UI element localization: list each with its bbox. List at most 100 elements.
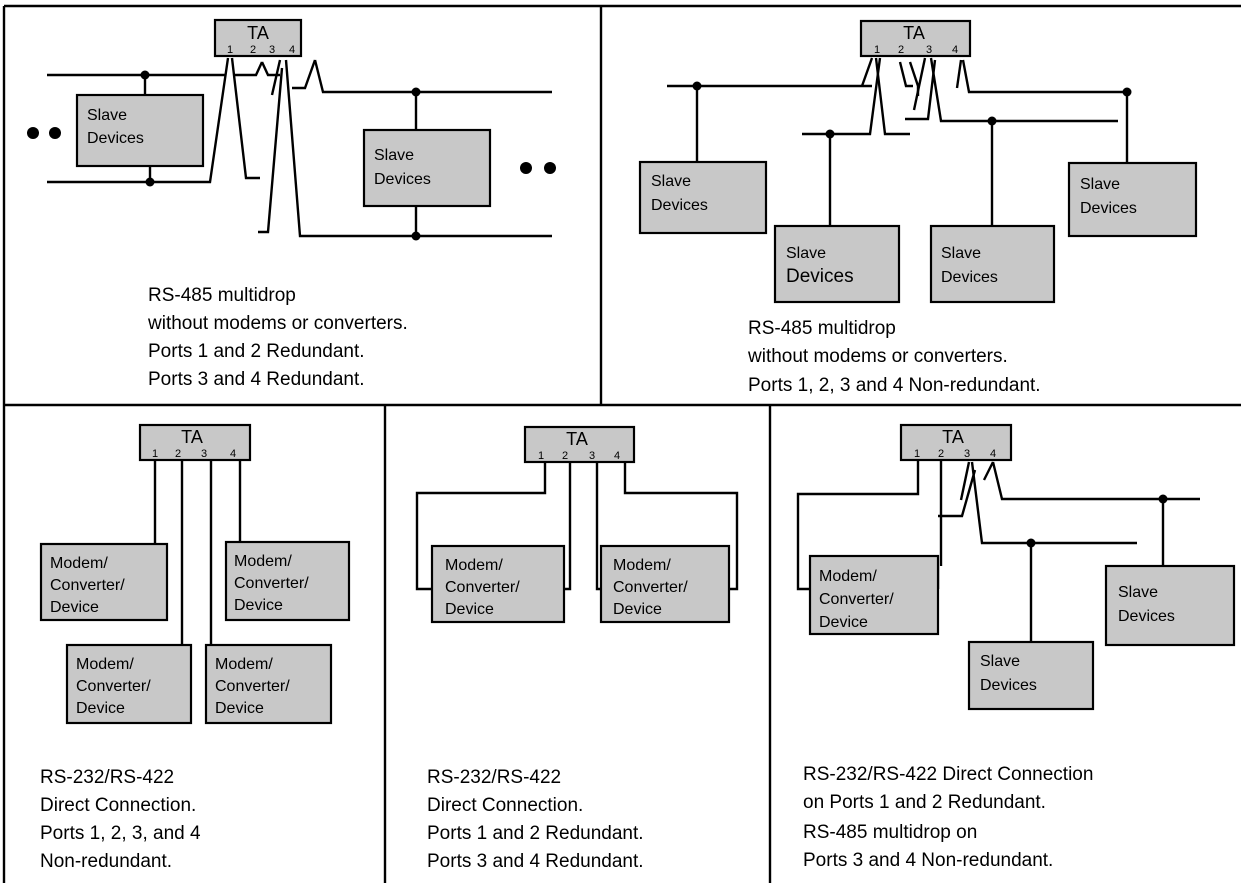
device-label: Devices <box>786 266 854 287</box>
bus-wires <box>667 57 1132 226</box>
device-label: Device <box>76 700 125 717</box>
ta-unit: TA 1 2 3 4 <box>523 425 636 464</box>
device-label: Devices <box>1080 200 1137 217</box>
device-label: Converter/ <box>613 579 688 596</box>
device-label: Devices <box>374 171 431 188</box>
device-label: Modem/ <box>215 656 273 673</box>
caption-line: on Ports 1 and 2 Redundant. <box>803 792 1046 813</box>
direct-wires <box>153 460 242 645</box>
device-label: Devices <box>980 677 1037 694</box>
device-label: Modem/ <box>445 557 503 574</box>
modem-converter-device: Modem/ Converter/ Device <box>65 643 193 725</box>
modem-converter-device: Modem/ Converter/ Device <box>599 544 731 624</box>
ta-label: TA <box>903 23 925 43</box>
slave-devices: Slave Devices <box>75 93 205 168</box>
device-label: Slave <box>87 107 127 124</box>
port-label: 3 <box>201 448 207 460</box>
caption-line: RS-485 multidrop <box>148 285 296 306</box>
bus-wires <box>47 57 552 241</box>
caption: RS-232/RS-422 Direct Connection on Ports… <box>803 764 1093 871</box>
caption-line: RS-232/RS-422 <box>427 767 561 788</box>
port-label: 2 <box>562 450 568 462</box>
device-label: Devices <box>87 130 144 147</box>
ta-unit: TA 1 2 3 4 <box>213 18 303 58</box>
device-label: Converter/ <box>76 678 151 695</box>
ta-unit: TA 1 2 3 4 <box>138 423 252 462</box>
device-label: Device <box>215 700 264 717</box>
panel-direct-nonredundant: TA 1 2 3 4 Modem/ Converter/ Device Mode… <box>39 423 351 872</box>
caption-line: Ports 3 and 4 Redundant. <box>427 851 644 872</box>
device-label: Device <box>613 601 662 618</box>
device-label: Slave <box>786 245 826 262</box>
device-label: Devices <box>651 197 708 214</box>
device-label: Converter/ <box>445 579 520 596</box>
device-label: Slave <box>1080 176 1120 193</box>
caption-line: without modems or converters. <box>747 346 1008 367</box>
dots-right <box>520 162 556 174</box>
port-label: 1 <box>538 450 544 462</box>
port-label: 3 <box>926 44 932 56</box>
caption-line: Ports 1 and 2 Redundant. <box>427 823 644 844</box>
device-label: Slave <box>651 173 691 190</box>
caption-line: Ports 3 and 4 Non-redundant. <box>803 850 1053 871</box>
ta-unit: TA 1 2 3 4 <box>859 19 972 58</box>
port-label: 3 <box>269 44 275 56</box>
panel-rs485-redundant: TA 1 2 3 4 <box>27 18 556 390</box>
port-label: 3 <box>589 450 595 462</box>
modem-converter-device: Modem/ Converter/ Device <box>39 542 169 622</box>
device-label: Modem/ <box>50 555 108 572</box>
caption: RS-485 multidrop without modems or conve… <box>147 285 408 390</box>
port-label: 4 <box>230 448 236 460</box>
direct-wires <box>415 462 739 591</box>
ta-label: TA <box>181 427 203 447</box>
device-label: Slave <box>374 147 414 164</box>
caption: RS-485 multidrop without modems or conve… <box>747 318 1041 396</box>
modem-converter-device: Modem/ Converter/ Device <box>224 540 351 622</box>
modem-converter-device: Modem/ Converter/ Device <box>204 643 333 725</box>
dots-left <box>27 127 61 139</box>
ta-label: TA <box>566 429 588 449</box>
caption-line: without modems or converters. <box>147 313 408 334</box>
port-label: 4 <box>990 448 996 460</box>
port-label: 4 <box>952 44 958 56</box>
port-label: 4 <box>614 450 620 462</box>
device-label: Device <box>445 601 494 618</box>
slave-devices: Slave Devices <box>929 224 1056 304</box>
port-label: 1 <box>874 44 880 56</box>
caption: RS-232/RS-422 Direct Connection. Ports 1… <box>427 767 644 872</box>
port-label: 2 <box>250 44 256 56</box>
device-label: Modem/ <box>613 557 671 574</box>
slave-devices: Slave Devices <box>362 128 492 208</box>
device-label: Converter/ <box>215 678 290 695</box>
slave-devices: Slave Devices <box>773 224 901 304</box>
device-label: Slave <box>1118 584 1158 601</box>
caption-line: Non-redundant. <box>40 851 172 872</box>
caption-line: Ports 1 and 2 Redundant. <box>148 341 365 362</box>
ta-label: TA <box>247 23 269 43</box>
slave-devices: Slave Devices <box>967 640 1095 711</box>
ta-unit: TA 1 2 3 4 <box>899 423 1013 462</box>
device-label: Modem/ <box>76 656 134 673</box>
device-label: Device <box>234 597 283 614</box>
device-label: Devices <box>1118 608 1175 625</box>
port-label: 2 <box>938 448 944 460</box>
device-label: Converter/ <box>819 591 894 608</box>
caption-line: Ports 1, 2, 3 and 4 Non-redundant. <box>748 375 1041 396</box>
device-label: Modem/ <box>234 553 292 570</box>
device-label: Slave <box>941 245 981 262</box>
panel-frame <box>2 4 1241 883</box>
port-label: 1 <box>227 44 233 56</box>
device-label: Device <box>50 599 99 616</box>
caption-line: Direct Connection. <box>427 795 583 816</box>
slave-devices: Slave Devices <box>1104 564 1236 647</box>
port-label: 4 <box>289 44 295 56</box>
port-label: 2 <box>175 448 181 460</box>
caption-line: Ports 3 and 4 Redundant. <box>148 369 365 390</box>
ta-label: TA <box>942 427 964 447</box>
device-label: Converter/ <box>50 577 125 594</box>
caption-line: RS-485 multidrop on <box>803 822 977 843</box>
slave-devices: Slave Devices <box>638 160 768 235</box>
caption-line: RS-485 multidrop <box>748 318 896 339</box>
port-label: 1 <box>914 448 920 460</box>
